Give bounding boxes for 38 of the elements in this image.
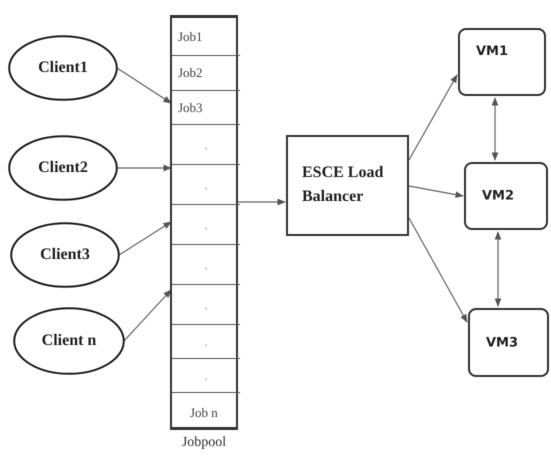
client-ellipse <box>8 35 118 101</box>
client-label: Client3 <box>39 246 91 264</box>
job-label: Job1 <box>178 28 204 44</box>
vm-box <box>458 28 546 96</box>
client-ellipse <box>8 135 118 201</box>
client-label: Client1 <box>37 59 89 77</box>
vm-label: VM3 <box>486 335 520 350</box>
arrow <box>494 231 502 307</box>
job-label: Job n <box>190 405 219 421</box>
vm-box <box>468 308 549 377</box>
job-label: Job2 <box>178 65 204 81</box>
arrow <box>117 164 172 172</box>
client-label: Client2 <box>37 159 89 177</box>
client-ellipse <box>13 307 125 375</box>
ellipsis-dot: . <box>203 368 209 384</box>
client-label: Client n <box>40 332 98 350</box>
arrow <box>118 222 172 256</box>
vm-label: VM1 <box>476 44 510 59</box>
arrow <box>492 97 498 161</box>
client-ellipse <box>10 222 120 288</box>
ellipsis-dot: . <box>203 296 209 312</box>
box-label: ESCE Load Balancer <box>302 163 384 207</box>
arrow <box>408 74 458 160</box>
vm-box <box>464 162 548 230</box>
arrow <box>116 68 172 104</box>
job-label: Job3 <box>178 100 204 116</box>
ellipsis-dot: . <box>203 136 209 152</box>
arrow <box>124 289 172 342</box>
ellipsis-dot: . <box>203 334 209 350</box>
load-balancer-box <box>286 135 409 236</box>
arrow <box>408 185 464 198</box>
vm-label: VM2 <box>482 188 516 204</box>
arrow <box>238 198 286 206</box>
ellipsis-dot: . <box>203 256 209 272</box>
ellipsis-dot: . <box>203 216 209 232</box>
ellipsis-dot: . <box>203 176 209 192</box>
column-title: Jobpool <box>180 435 228 451</box>
arrow <box>408 218 468 323</box>
